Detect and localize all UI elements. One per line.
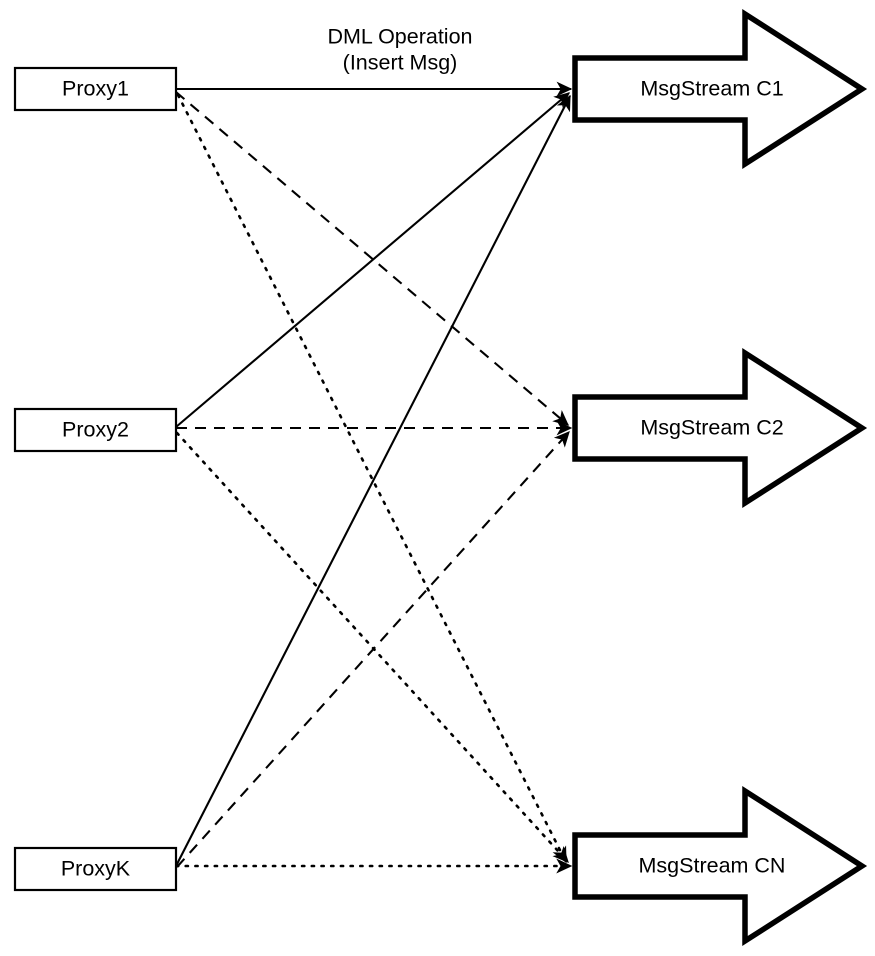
dml-operation-label-line1: DML Operation: [328, 25, 473, 49]
node-proxy2[interactable]: Proxy2: [13, 407, 178, 453]
proxy1-box[interactable]: [13, 66, 178, 112]
msgstream-c1-label: MsgStream C1: [640, 77, 783, 101]
proxyk-box[interactable]: [13, 846, 178, 892]
edges-layer: [174, 81, 573, 874]
edge-proxy1-to-msgstream-c2: [175, 91, 570, 426]
msgstream-cn-arrow-shape[interactable]: [572, 785, 868, 947]
proxyk-label: ProxyK: [61, 857, 131, 881]
msgstream-c1-arrow-shape[interactable]: [572, 8, 868, 170]
edge-proxyk-to-msgstream-c1: [175, 94, 571, 867]
edge-proxy1-to-msgstream-cn: [176, 93, 568, 864]
edge-proxyk-to-msgstream-c2: [176, 431, 570, 868]
edge-proxy2-to-msgstream-cn: [175, 431, 570, 864]
node-msgstream-c1[interactable]: MsgStream C1: [572, 8, 868, 170]
dml-operation-label-line2: (Insert Msg): [343, 51, 458, 75]
node-msgstream-cn[interactable]: MsgStream CN: [572, 785, 868, 947]
proxy-nodes-layer: Proxy1 Proxy2 ProxyK: [13, 66, 178, 892]
node-proxyk[interactable]: ProxyK: [13, 846, 178, 892]
msgstream-c2-label: MsgStream C2: [640, 416, 783, 440]
msgstream-c2-arrow-shape[interactable]: [572, 347, 868, 509]
stream-nodes-layer: MsgStream C1 MsgStream C2 MsgStream CN: [572, 8, 868, 947]
dml-operation-label: DML Operation (Insert Msg): [328, 25, 473, 75]
proxy1-label: Proxy1: [62, 77, 129, 101]
node-proxy1[interactable]: Proxy1: [13, 66, 178, 112]
edge-proxy2-to-msgstream-c1: [175, 92, 571, 428]
proxy2-label: Proxy2: [62, 418, 129, 442]
msgstream-cn-label: MsgStream CN: [639, 854, 786, 878]
node-msgstream-c2[interactable]: MsgStream C2: [572, 347, 868, 509]
proxy2-box[interactable]: [13, 407, 178, 453]
